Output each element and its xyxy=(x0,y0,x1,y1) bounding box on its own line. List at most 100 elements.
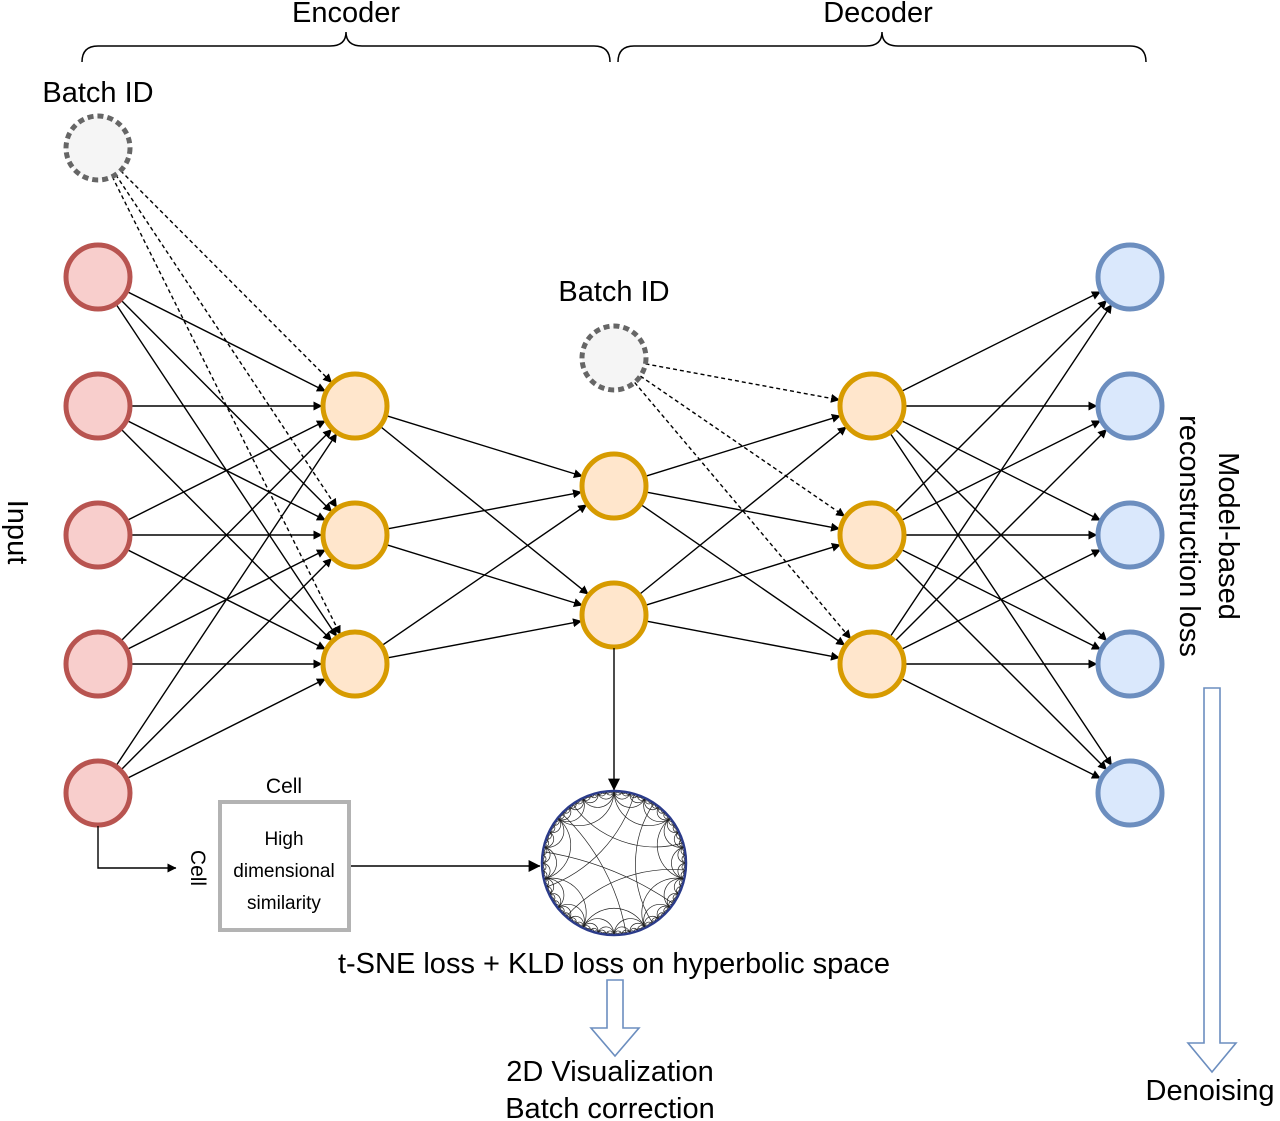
edge-input-to-encoder-hidden xyxy=(126,678,326,780)
latent-node-1 xyxy=(579,451,649,521)
hyperbolic-geodesic xyxy=(617,932,623,934)
edge-encoder-hidden-to-latent xyxy=(385,414,583,479)
denoising-label: Denoising xyxy=(1146,1075,1275,1107)
batch-id-edge-to-decoder-hidden xyxy=(645,363,840,403)
hyperbolic-geodesic xyxy=(635,802,655,924)
encoder-batch-id-label: Batch ID xyxy=(42,77,153,109)
latent-node-2 xyxy=(579,580,649,650)
edge-encoder-hidden-to-latent xyxy=(386,489,583,530)
hyperbolic-geodesic xyxy=(671,846,685,880)
cell-side-label: Cell xyxy=(186,850,209,886)
hyperbolic-geodesic xyxy=(543,878,565,909)
denoising-arrow xyxy=(1186,687,1238,1074)
decoder-brace xyxy=(617,31,1147,63)
input-label: Input xyxy=(1,500,33,565)
visualization-arrow xyxy=(589,979,641,1058)
hyperbolic-geodesic xyxy=(557,792,615,827)
tsne-loss-label: t-SNE loss + KLD loss on hyperbolic spac… xyxy=(338,948,890,980)
network-edges xyxy=(111,170,1113,780)
hyperbolic-geodesic xyxy=(543,817,572,880)
decoder-label: Decoder xyxy=(823,0,933,29)
edge-input-to-encoder-hidden xyxy=(120,557,333,771)
hyperbolic-geodesic xyxy=(557,904,585,929)
decoder-batch-id-label: Batch ID xyxy=(558,276,669,308)
edge-latent-to-decoder-hidden xyxy=(644,543,841,607)
hyperbolic-geodesic xyxy=(605,932,611,934)
hyperbolic-geodesic xyxy=(543,854,545,860)
encoder-label: Encoder xyxy=(292,0,400,29)
hyperbolic-geodesic xyxy=(683,858,685,864)
encoder-hidden-node-1 xyxy=(320,371,390,441)
encoder-brace xyxy=(81,31,611,63)
hyperbolic-geodesic xyxy=(543,846,557,880)
hyperbolic-geodesic xyxy=(557,797,585,822)
visualization-label-line2: Batch correction xyxy=(505,1093,715,1121)
network-nodes xyxy=(63,242,1165,828)
input-node-2 xyxy=(63,371,133,441)
hyperbolic-geodesic xyxy=(613,792,646,808)
decoder-hidden-node-1 xyxy=(837,371,907,441)
cell-top-label: Cell xyxy=(266,775,302,798)
output-node-3 xyxy=(1095,500,1165,570)
similarity-line3: similarity xyxy=(247,893,321,914)
hyperbolic-geodesic xyxy=(546,793,635,888)
hyperbolic-geodesic xyxy=(572,803,684,848)
similarity-line2: dimensional xyxy=(233,861,334,882)
hyperbolic-geodesic xyxy=(582,907,646,929)
batch-id-edge-to-encoder-hidden xyxy=(120,170,333,384)
reconstruction-loss-line1: Model-based xyxy=(1212,452,1244,620)
edge-decoder-hidden-to-output xyxy=(900,549,1101,651)
hyperbolic-geodesic xyxy=(683,854,685,860)
edge-decoder-hidden-to-output xyxy=(889,304,1113,638)
input-node-1 xyxy=(63,242,133,312)
hyperbolic-geodesic xyxy=(565,869,685,917)
hyperbolic-geodesic xyxy=(543,862,545,868)
batch-id-edge-to-encoder-hidden xyxy=(111,176,341,635)
hyperbolic-geodesic xyxy=(582,792,615,808)
edge-input-to-encoder-hidden xyxy=(126,420,326,522)
hyperbolic-geodesic xyxy=(543,866,545,872)
edge-encoder-hidden-to-latent xyxy=(380,504,588,647)
edge-latent-to-decoder-hidden xyxy=(638,426,847,596)
edge-input-to-encoder-hidden xyxy=(120,428,333,642)
hyperbolic-geodesic xyxy=(609,792,615,794)
output-node-5 xyxy=(1095,758,1165,828)
edge-latent-to-decoder-hidden xyxy=(644,414,841,478)
hyperbolic-geodesic xyxy=(609,932,615,934)
hyperbolic-geodesic xyxy=(643,904,671,929)
hyperbolic-geodesic xyxy=(663,878,685,909)
hyperbolic-geodesic xyxy=(656,817,685,880)
encoder-hidden-node-3 xyxy=(320,629,390,699)
edge-decoder-hidden-to-output xyxy=(900,291,1101,393)
edge-decoder-hidden-to-output xyxy=(894,428,1108,642)
output-node-1 xyxy=(1095,242,1165,312)
hyperbolic-geodesic xyxy=(643,797,671,822)
similarity-line1: High xyxy=(264,829,303,850)
visualization-label-line1: 2D Visualization xyxy=(506,1056,713,1088)
output-node-2 xyxy=(1095,371,1165,441)
decoder-hidden-node-2 xyxy=(837,500,907,570)
hyperbolic-geodesic xyxy=(605,792,611,794)
similarity-box xyxy=(218,800,351,932)
edge-input-to-encoder-hidden xyxy=(115,433,338,767)
hyperbolic-geodesic xyxy=(683,862,685,868)
hyperbolic-disk xyxy=(540,789,688,937)
hyperbolic-geodesic xyxy=(617,792,623,794)
hyperbolic-geodesic xyxy=(641,877,685,929)
batch-id-edge-to-decoder-hidden xyxy=(639,375,846,517)
batch-id-edge-to-encoder-hidden xyxy=(115,174,338,508)
hyperbolic-geodesic xyxy=(613,918,646,934)
input-node-4 xyxy=(63,629,133,699)
hyperbolic-geodesic xyxy=(543,858,545,864)
decoder-hidden-node-3 xyxy=(837,629,907,699)
decoder-batch-id-node xyxy=(579,323,649,393)
hyperbolic-geodesic xyxy=(613,932,619,934)
hyperbolic-geodesic xyxy=(683,866,685,872)
hyperbolic-geodesic xyxy=(543,851,674,904)
hyperbolic-geodesic xyxy=(543,817,565,848)
hyperbolic-geodesic xyxy=(561,813,627,934)
hyperbolic-geodesic xyxy=(663,817,685,848)
hyperbolic-geodesic xyxy=(543,877,587,929)
hyperbolic-geodesic xyxy=(582,918,615,934)
hyperbolic-geodesic xyxy=(613,792,671,827)
